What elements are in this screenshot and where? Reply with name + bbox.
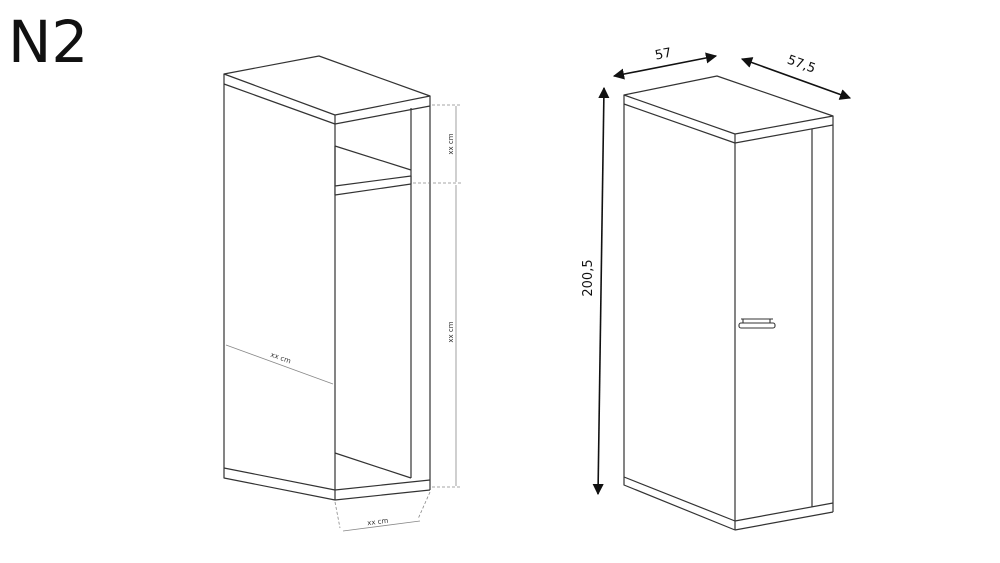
dim-depth-value: 57,5: [785, 53, 817, 77]
door-handle-bar: [738, 322, 776, 329]
exterior-top-side-edge: [623, 103, 736, 144]
interior-top-panel: [223, 55, 431, 116]
interior-top-edge: [223, 83, 336, 125]
dim-hanging-compartment-label: xx cm: [447, 321, 455, 342]
exterior-side-panel: [623, 95, 736, 531]
interior-bottom-front-edge: [334, 489, 431, 501]
dim-extension-front-right: [417, 491, 431, 520]
exterior-plinth-bottom: [734, 511, 834, 531]
interior-shelf: [334, 175, 412, 196]
interior-view: [223, 55, 431, 501]
interior-bottom-inner-edge: [334, 479, 431, 491]
dim-width-line: [342, 520, 421, 532]
dim-extension-front-left: [334, 501, 341, 529]
dim-width-label: xx cm: [367, 517, 389, 528]
dim-width-value: 57: [654, 46, 673, 64]
dim-depth-line: [225, 344, 334, 385]
interior-top-front-edge: [334, 105, 431, 125]
dim-depth-arrow: [740, 57, 852, 100]
interior-dimension-lines: [334, 104, 462, 529]
exterior-plinth-top: [734, 502, 834, 522]
interior-lower-back-line: [334, 452, 412, 479]
dim-width-arrow: [612, 52, 718, 80]
exterior-dimension-arrows: [592, 52, 852, 496]
interior-side-panel: [223, 74, 336, 501]
exterior-top-front-edge: [734, 124, 834, 144]
exterior-top-panel: [623, 75, 834, 135]
dim-height-arrow: [592, 86, 610, 496]
exterior-view: [623, 75, 834, 531]
interior-side-bottom-edge: [223, 467, 336, 491]
dim-depth-label: xx cm: [269, 351, 292, 366]
model-label: N2: [8, 8, 88, 76]
interior-dimension-arrows: [225, 106, 457, 532]
interior-upper-back-line: [334, 145, 412, 171]
door-handle: [738, 318, 776, 329]
exterior-side-plinth: [623, 476, 736, 522]
dim-top-compartment-label: xx cm: [447, 133, 455, 154]
dim-height-value: 200,5: [581, 259, 596, 296]
